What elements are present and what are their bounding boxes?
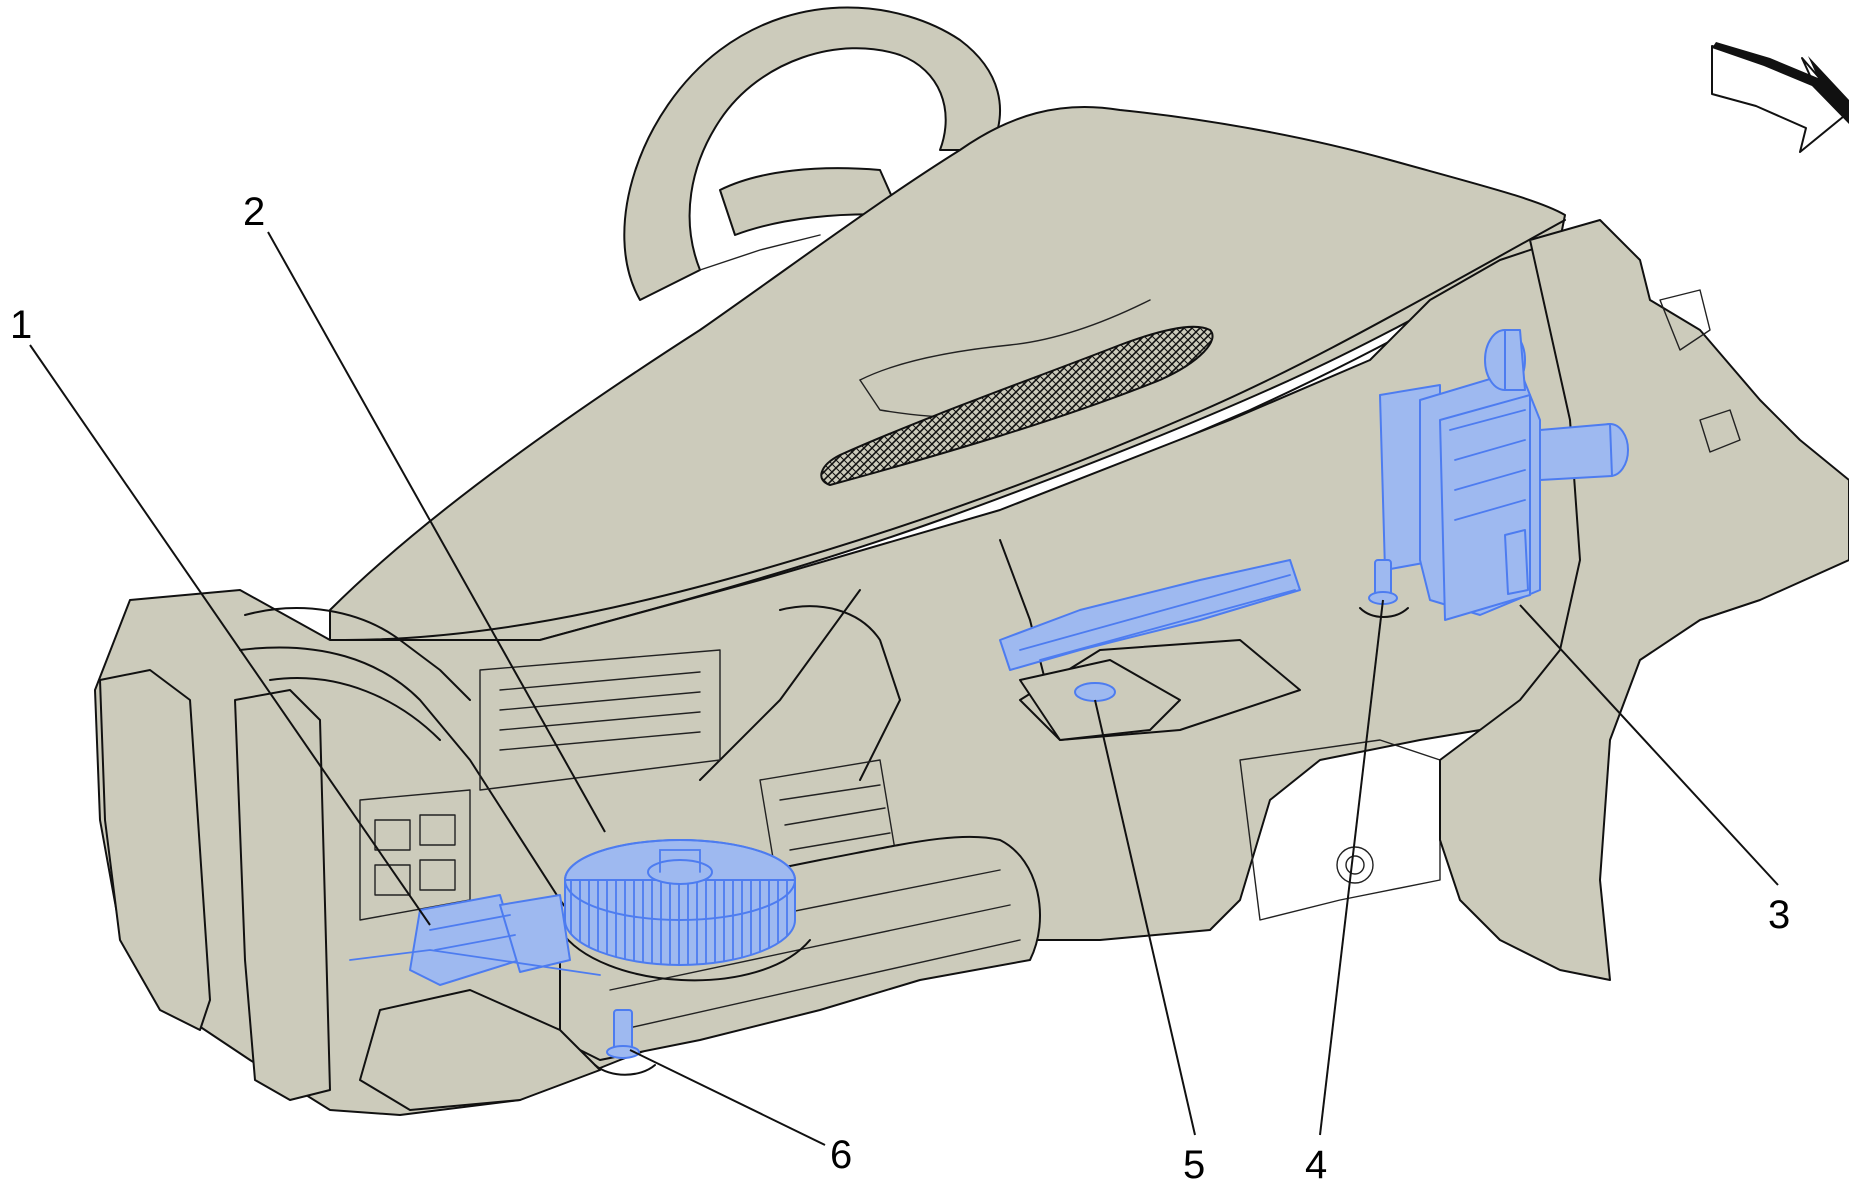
callout-5: 5 xyxy=(1183,1143,1205,1184)
callout-4: 4 xyxy=(1305,1143,1327,1184)
blower-motor-highlighted xyxy=(559,839,811,982)
callout-3: 3 xyxy=(1768,893,1790,937)
lower-sensor-highlighted xyxy=(594,1009,656,1076)
callout-leaders xyxy=(29,231,1779,1146)
callout-2: 2 xyxy=(243,190,265,234)
center-actuator-highlighted xyxy=(999,559,1301,741)
callout-1: 1 xyxy=(10,303,32,347)
forward-direction-arrow-icon xyxy=(1711,42,1849,153)
callout-6: 6 xyxy=(830,1133,852,1177)
right-control-module-highlighted xyxy=(1379,329,1629,621)
left-mode-actuator-highlighted xyxy=(349,894,601,986)
callout-labels: 1 2 3 4 5 6 xyxy=(10,190,1790,1184)
